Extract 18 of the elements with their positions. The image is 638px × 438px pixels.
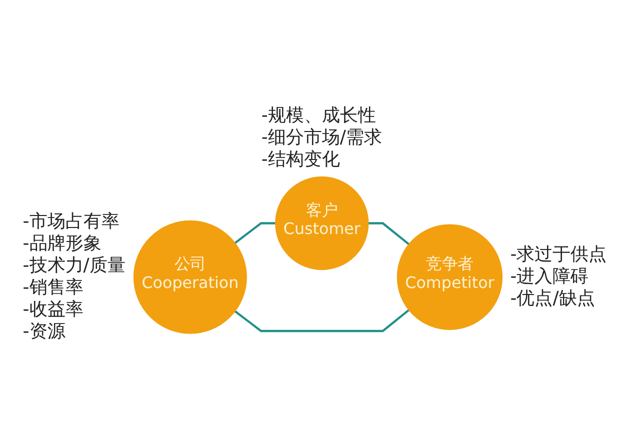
annotation-text: -销售率 — [22, 276, 84, 299]
node-circle: 公司 Cooperation — [133, 220, 247, 334]
connector — [234, 309, 410, 332]
node-circle: 客户 Customer — [275, 176, 369, 270]
annotation-text: -求过于供点 — [510, 244, 607, 266]
annotation-text: -进入障碍 — [510, 266, 590, 288]
annotation-text: -规模、成长性 — [261, 104, 377, 127]
node-circle: 竞争者 Competitor — [396, 224, 503, 330]
annotation-text: -细分市场/需求 — [261, 126, 382, 149]
annotation-text: -优点/缺点 — [510, 288, 596, 310]
annotation-text: -收益率 — [22, 298, 84, 321]
connector — [234, 222, 276, 244]
annotation-text: -结构变化 — [261, 148, 341, 171]
annotation-text: -品牌形象 — [22, 232, 102, 255]
annotation-text: -技术力/质量 — [22, 254, 126, 277]
connector — [368, 222, 410, 245]
annotation-text: -市场占有率 — [22, 210, 120, 233]
annotation-text: -资源 — [22, 320, 66, 343]
